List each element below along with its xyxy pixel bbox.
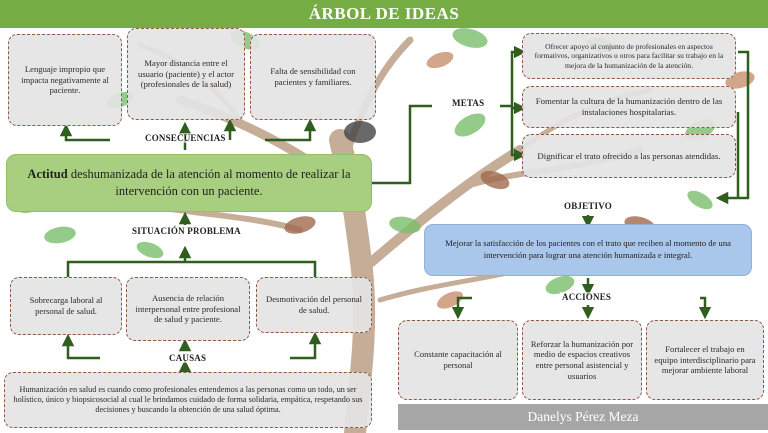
causa-box-1: Sobrecarga laboral al personal de salud.: [10, 277, 122, 335]
problem-box: Actitud deshumanizada de la atención al …: [6, 154, 372, 212]
problem-lead: Actitud: [27, 167, 68, 182]
consecuencia-box-3: Falta de sensibilidad con pacientes y fa…: [250, 34, 376, 120]
accion-text-1: Constante capacitación al personal: [414, 349, 502, 370]
causas-label: CAUSAS: [167, 353, 209, 363]
consecuencia-text-2: Mayor distancia entre el usuario (pacien…: [138, 57, 234, 90]
causa-text-2: Ausencia de relación interpersonal entre…: [135, 292, 241, 325]
consecuencia-text-3: Falta de sensibilidad con pacientes y fa…: [270, 66, 356, 87]
accion-box-1: Constante capacitación al personal: [398, 320, 518, 400]
causa-text-3: Desmotivación del personal de salud.: [266, 294, 362, 315]
definicion-box: Humanización en salud es cuando como pro…: [4, 372, 372, 428]
objetivo-label: OBJETIVO: [562, 201, 614, 211]
author-bar: Danelys Pérez Meza: [398, 404, 768, 430]
meta-text-2: Fomentar la cultura de la humanización d…: [535, 96, 723, 117]
author-name: Danelys Pérez Meza: [527, 409, 639, 424]
acciones-label: ACCIONES: [560, 292, 614, 302]
consecuencia-box-2: Mayor distancia entre el usuario (pacien…: [127, 28, 245, 120]
title-bar: ÁRBOL DE IDEAS: [0, 0, 768, 28]
problem-body: deshumanizada de la atención al momento …: [67, 167, 351, 198]
meta-box-1: Ofrecer apoyo al conjunto de profesional…: [522, 33, 736, 79]
consecuencias-label: CONSECUENCIAS: [143, 133, 228, 143]
meta-text-1: Ofrecer apoyo al conjunto de profesional…: [534, 41, 724, 70]
causa-box-2: Ausencia de relación interpersonal entre…: [126, 277, 250, 341]
objetivo-box: Mejorar la satisfacción de los pacientes…: [424, 224, 752, 276]
consecuencia-box-1: Lenguaje impropio que impacta negativame…: [8, 34, 122, 126]
consecuencia-text-1: Lenguaje impropio que impacta negativame…: [21, 63, 109, 96]
accion-text-2: Reforzar la humanización por medio de es…: [530, 338, 634, 381]
accion-box-3: Fortalecer el trabajo en equipo interdis…: [646, 320, 764, 400]
causa-box-3: Desmotivación del personal de salud.: [256, 277, 372, 333]
definicion-text: Humanización en salud es cuando como pro…: [13, 384, 363, 415]
objetivo-text: Mejorar la satisfacción de los pacientes…: [445, 238, 731, 260]
causa-text-1: Sobrecarga laboral al personal de salud.: [29, 295, 103, 316]
meta-box-2: Fomentar la cultura de la humanización d…: [522, 86, 736, 128]
meta-box-3: Dignificar el trato ofrecido a las perso…: [522, 134, 736, 178]
problem-text: Actitud deshumanizada de la atención al …: [17, 166, 361, 200]
meta-text-3: Dignificar el trato ofrecido a las perso…: [537, 150, 721, 161]
metas-label: METAS: [450, 98, 487, 108]
accion-box-2: Reforzar la humanización por medio de es…: [522, 320, 642, 400]
accion-text-3: Fortalecer el trabajo en equipo interdis…: [654, 343, 756, 376]
situacion-label: SITUACIÓN PROBLEMA: [130, 226, 243, 236]
page-title: ÁRBOL DE IDEAS: [308, 4, 460, 23]
